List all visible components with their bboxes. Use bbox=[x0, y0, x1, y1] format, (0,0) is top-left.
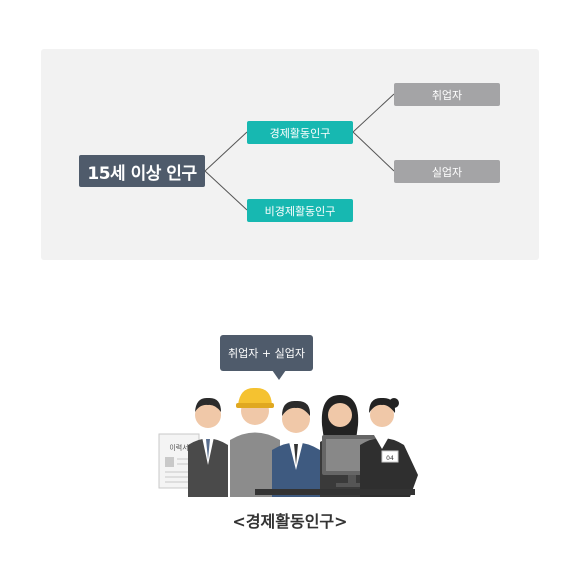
line-root-nonecon bbox=[204, 170, 248, 211]
employed-node: 취업자 bbox=[394, 83, 500, 106]
person-helmet bbox=[230, 387, 280, 497]
econ-active-node: 경제활동인구 bbox=[247, 121, 353, 144]
person-woman-right: 04 bbox=[360, 397, 418, 497]
econ-inactive-node: 비경제활동인구 bbox=[247, 199, 353, 222]
speech-bubble-tail bbox=[272, 370, 286, 380]
line-root-econ bbox=[204, 131, 248, 172]
unemployed-node: 실업자 bbox=[394, 160, 500, 183]
root-node: 15세 이상 인구 bbox=[79, 155, 205, 187]
caption: <경제활동인구> bbox=[232, 512, 348, 531]
desk bbox=[255, 489, 415, 495]
people-illustration: 이력서 bbox=[158, 387, 418, 497]
name-badge: 04 bbox=[386, 455, 394, 462]
resume-label: 이력서 bbox=[169, 443, 188, 452]
person-suit-left bbox=[188, 397, 228, 497]
speech-bubble: 취업자 + 실업자 bbox=[220, 335, 313, 371]
line-econ-unemployed bbox=[352, 131, 395, 172]
line-econ-employed bbox=[352, 93, 395, 133]
person-suit-center bbox=[272, 400, 320, 497]
